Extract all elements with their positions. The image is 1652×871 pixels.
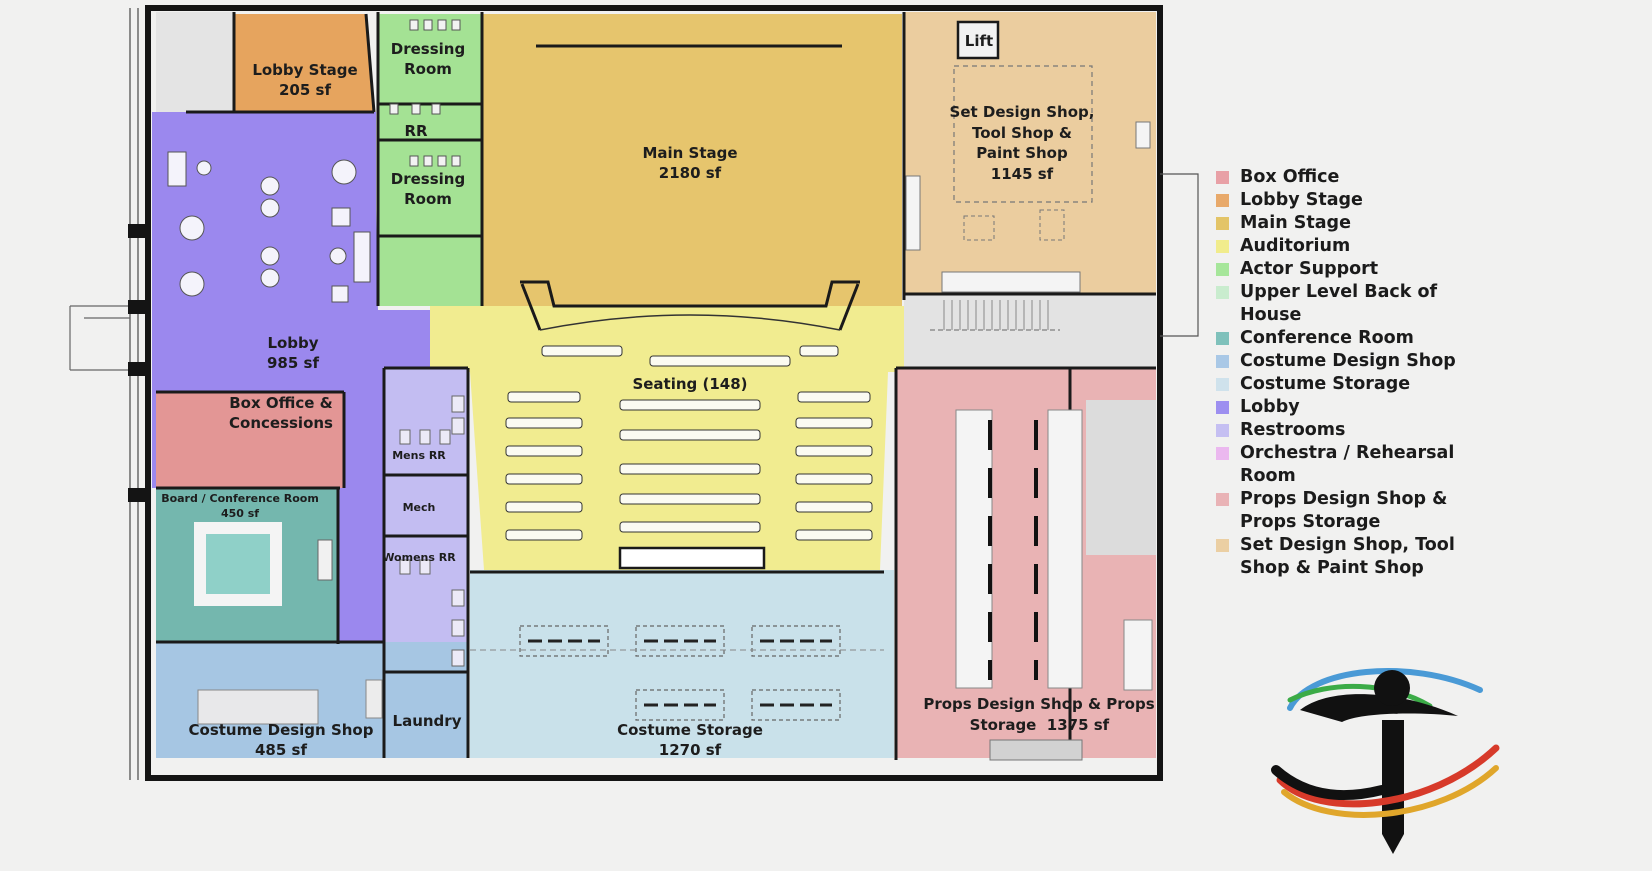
room-east-corridor	[904, 294, 1156, 368]
label-lobby-area: 985 sf	[267, 354, 319, 372]
legend-swatch	[1216, 194, 1229, 207]
legend-swatch	[1216, 539, 1229, 552]
legend-label: Conference Room	[1240, 328, 1414, 348]
legend-label: Upper Level Back of House	[1240, 282, 1438, 325]
label-props-area: 1375 sf	[1047, 716, 1110, 734]
legend-swatch	[1216, 263, 1229, 276]
legend-swatch	[1216, 447, 1229, 460]
label-dressing-room-1-line1: Dressing	[391, 40, 465, 58]
legend-item: Box Office	[1213, 166, 1473, 189]
label-lift: Lift	[965, 32, 993, 50]
room-lobby-stage	[234, 14, 374, 112]
legend-label: Main Stage	[1240, 213, 1351, 233]
legend-label: Box Office	[1240, 167, 1340, 187]
legend-swatch	[1216, 401, 1229, 414]
legend-swatch	[1216, 240, 1229, 253]
legend-item: Set Design Shop, Tool Shop & Paint Shop	[1213, 534, 1473, 580]
legend-label: Auditorium	[1240, 236, 1351, 256]
label-board-room-area: 450 sf	[221, 507, 259, 520]
label-rr: RR	[404, 122, 428, 140]
legend-item: Props Design Shop & Props Storage	[1213, 488, 1473, 534]
legend-label: Orchestra / Rehearsal Room	[1240, 443, 1455, 486]
room-props-storage-gray	[1086, 400, 1156, 555]
label-box-office-line2: Concessions	[229, 414, 333, 432]
legend-item: Orchestra / Rehearsal Room	[1213, 442, 1473, 488]
legend-item: Lobby Stage	[1213, 189, 1473, 212]
label-laundry: Laundry	[393, 712, 462, 730]
legend-swatch	[1216, 171, 1229, 184]
legend-item: Lobby	[1213, 396, 1473, 419]
legend-label: Costume Design Shop	[1240, 351, 1456, 371]
legend-item: Restrooms	[1213, 419, 1473, 442]
label-props-line2: Storage	[970, 716, 1037, 734]
room-box-office	[156, 392, 344, 488]
legend-swatch	[1216, 217, 1229, 230]
label-dressing-room-2-line1: Dressing	[391, 170, 465, 188]
legend-label: Actor Support	[1240, 259, 1379, 279]
legend-item: Auditorium	[1213, 235, 1473, 258]
legend-item: Upper Level Back of House	[1213, 281, 1473, 327]
legend-swatch	[1216, 355, 1229, 368]
legend-swatch	[1216, 493, 1229, 506]
floor-plan: Lobby Stage 205 sf Dressing Room RR Dres…	[69, 5, 1199, 781]
legend-label: Costume Storage	[1240, 374, 1411, 394]
label-set-design-line3: Paint Shop	[976, 144, 1068, 162]
legend-label: Lobby Stage	[1240, 190, 1363, 210]
label-set-design-line1: Set Design Shop,	[950, 103, 1095, 121]
label-lobby-name: Lobby	[267, 334, 318, 352]
label-womens-rr: Womens RR	[382, 551, 456, 564]
legend-swatch	[1216, 378, 1229, 391]
label-dressing-room-2-line2: Room	[404, 190, 452, 208]
legend-label: Props Design Shop & Props Storage	[1240, 489, 1448, 532]
label-lobby-stage-area: 205 sf	[279, 81, 331, 99]
label-box-office-line1: Box Office &	[229, 394, 332, 412]
room-upper-left-corridor	[156, 12, 234, 112]
label-costume-design-area: 485 sf	[255, 741, 307, 759]
legend-label: Restrooms	[1240, 420, 1346, 440]
label-set-design-area: 1145 sf	[991, 165, 1054, 183]
legend-swatch	[1216, 332, 1229, 345]
room-main-stage	[482, 14, 902, 310]
label-mens-rr: Mens RR	[392, 449, 446, 462]
room-costume-storage	[470, 570, 894, 758]
legend-item: Actor Support	[1213, 258, 1473, 281]
legend-item: Costume Storage	[1213, 373, 1473, 396]
label-board-room-name: Board / Conference Room	[161, 492, 319, 505]
legend: Box Office Lobby Stage Main Stage Audito…	[1213, 166, 1473, 580]
label-main-stage-area: 2180 sf	[659, 164, 722, 182]
logo-icon	[1271, 667, 1500, 854]
legend-swatch	[1216, 286, 1229, 299]
legend-item: Main Stage	[1213, 212, 1473, 235]
label-costume-storage-area: 1270 sf	[659, 741, 722, 759]
label-main-stage-name: Main Stage	[642, 144, 737, 162]
legend-item: Costume Design Shop	[1213, 350, 1473, 373]
label-costume-design-name: Costume Design Shop	[189, 721, 374, 739]
label-seating: Seating (148)	[632, 375, 747, 393]
legend-label: Set Design Shop, Tool Shop & Paint Shop	[1240, 535, 1455, 578]
label-lobby-stage-name: Lobby Stage	[252, 61, 357, 79]
legend-swatch	[1216, 424, 1229, 437]
legend-item: Conference Room	[1213, 327, 1473, 350]
label-props-line1: Props Design Shop & Props	[923, 695, 1154, 713]
legend-label: Lobby	[1240, 397, 1300, 417]
room-labels: Lobby Stage 205 sf Dressing Room RR Dres…	[161, 32, 1155, 759]
label-mech: Mech	[403, 501, 436, 514]
label-set-design-line2: Tool Shop &	[972, 124, 1072, 142]
room-set-design-shop	[904, 12, 1156, 294]
label-costume-storage-name: Costume Storage	[617, 721, 763, 739]
label-dressing-room-1-line2: Room	[404, 60, 452, 78]
